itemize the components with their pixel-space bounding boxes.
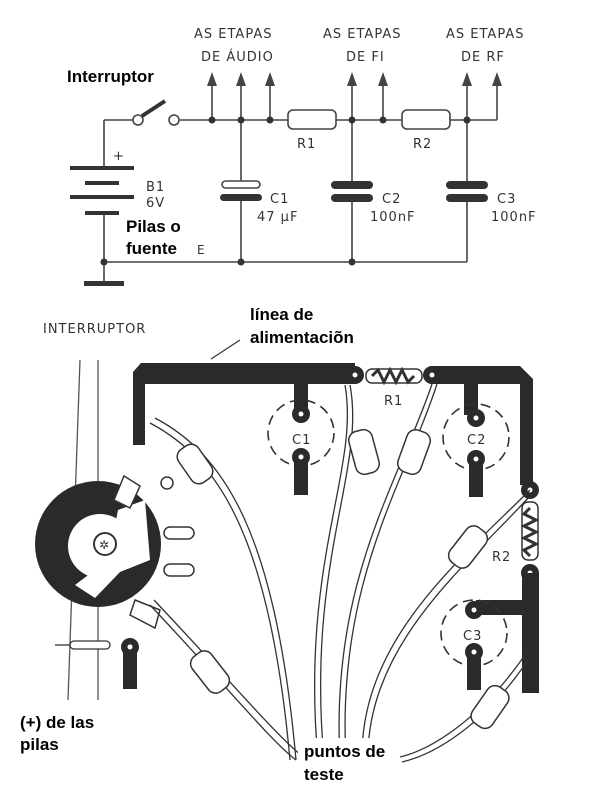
resistor-r1-label: R1 xyxy=(297,137,316,152)
layout-r2-label: R2 xyxy=(492,550,511,565)
schematic-switch xyxy=(132,99,180,126)
power-line-label-line2: alimentaciõn xyxy=(250,328,354,347)
power-line-label-line1: línea de xyxy=(250,305,313,324)
svg-text:✲: ✲ xyxy=(99,538,109,552)
layout-switch-label: INTERRUPTOR xyxy=(43,322,146,337)
resistor-r1-symbol xyxy=(287,109,337,130)
battery-value: 6V xyxy=(146,196,165,211)
source-label-line1: Pilas o xyxy=(126,217,181,236)
c3-value: 100nF xyxy=(491,210,537,225)
layout-c1-label: C1 xyxy=(292,433,311,448)
ground-symbol xyxy=(84,281,124,286)
battery-symbol xyxy=(70,166,134,215)
battery-plus-label-line1: (+) de las xyxy=(20,713,94,732)
layout-c2 xyxy=(442,403,510,497)
pcb-layout: INTERRUPTOR línea de alimentaciõn R1 R2 xyxy=(20,305,540,788)
output-fi-line1: AS ETAPAS xyxy=(323,27,401,42)
source-label-line2: fuente xyxy=(126,239,177,258)
output-rf-line1: AS ETAPAS xyxy=(446,27,524,42)
schematic: AS ETAPAS DE ÁUDIO AS ETAPAS DE FI AS ET… xyxy=(67,27,537,286)
battery-plus-label-line2: pilas xyxy=(20,735,59,754)
test-leads xyxy=(149,383,531,763)
layout-c1 xyxy=(267,399,335,495)
test-points-label-line1: puntos de xyxy=(304,742,385,761)
rotary-switch: ✲ xyxy=(35,474,195,630)
c2-name: C2 xyxy=(382,192,401,207)
layout-c3-label: C3 xyxy=(463,629,482,644)
output-arrows xyxy=(207,72,502,120)
battery-name: B1 xyxy=(146,180,165,195)
resistor-r2-label: R2 xyxy=(413,137,432,152)
layout-c2-label: C2 xyxy=(467,433,486,448)
c1-value: 47 µF xyxy=(257,210,298,225)
battery-plus-sign: + xyxy=(113,149,125,164)
output-fi-line2: DE FI xyxy=(346,50,385,65)
c3-name: C3 xyxy=(497,192,516,207)
output-audio-line2: DE ÁUDIO xyxy=(201,49,274,65)
residual-mark: E xyxy=(197,243,206,257)
layout-c3 xyxy=(440,599,508,690)
c1-name: C1 xyxy=(270,192,289,207)
output-rf-line2: DE RF xyxy=(461,50,505,65)
test-points-label-line2: teste xyxy=(304,765,344,784)
output-audio-line1: AS ETAPAS xyxy=(194,27,272,42)
power-line-pointer xyxy=(210,339,241,360)
junction-dots xyxy=(100,116,471,266)
layout-r1-label: R1 xyxy=(384,394,403,409)
resistor-r2-symbol xyxy=(401,109,451,130)
schematic-switch-label: Interruptor xyxy=(67,67,154,86)
c2-value: 100nF xyxy=(370,210,416,225)
